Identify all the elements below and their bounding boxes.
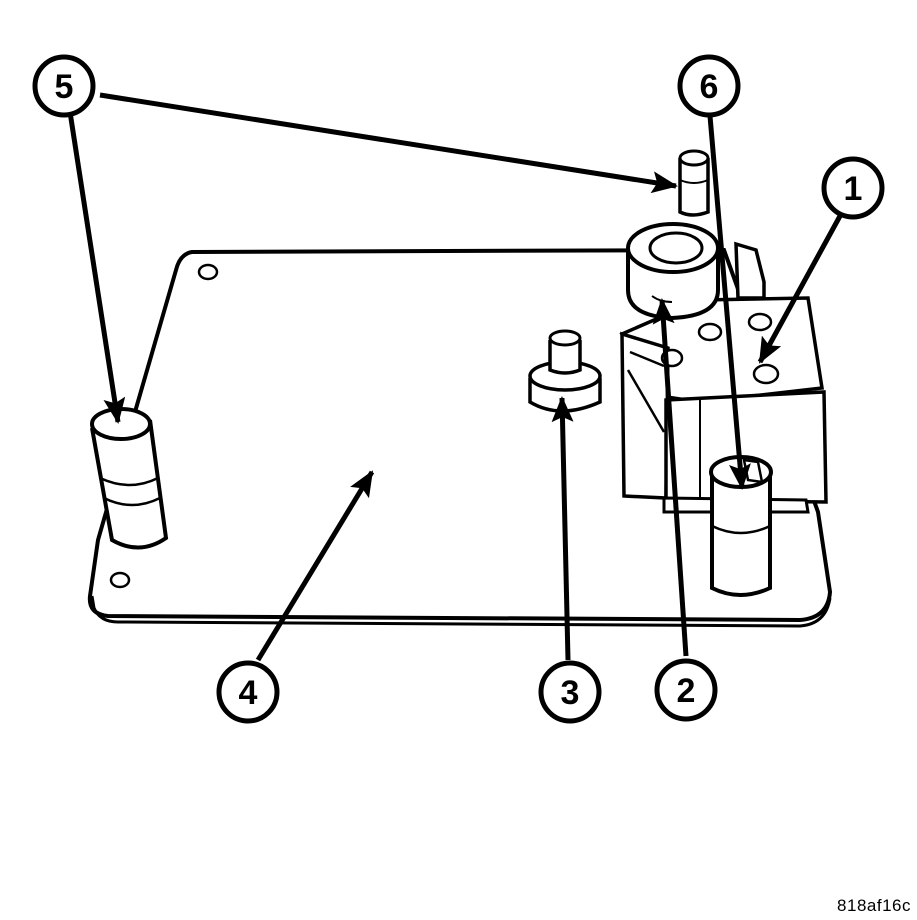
callout-3: 3 <box>538 660 602 724</box>
callout-1: 1 <box>821 156 885 220</box>
left-standoff-pin <box>90 407 169 550</box>
callout-6: 6 <box>677 54 741 118</box>
leader-5-upper <box>99 92 678 194</box>
slotted-post <box>709 455 773 597</box>
callout-2-label: 2 <box>677 672 696 710</box>
leader-5-left <box>67 111 126 424</box>
upper-standoff-pin <box>678 149 710 217</box>
bracket-hole-1 <box>697 322 723 342</box>
plate-hole-bottom-left <box>109 571 131 589</box>
leader-lines <box>67 92 843 662</box>
bracket-hole-3 <box>752 363 780 385</box>
leader-6 <box>707 115 751 490</box>
callout-5-label: 5 <box>55 68 74 106</box>
callout-4: 4 <box>216 660 280 724</box>
pivot-boss <box>626 222 720 321</box>
leader-3 <box>551 396 574 661</box>
callout-5: 5 <box>32 54 96 118</box>
callout-3-label: 3 <box>561 674 580 712</box>
callout-6-label: 6 <box>700 68 719 106</box>
plate-hole-top-left <box>197 263 219 281</box>
figure-code: 818af16c <box>837 896 911 915</box>
callout-2: 2 <box>654 658 718 722</box>
bracket-hole-2 <box>747 312 773 332</box>
leader-4 <box>255 470 375 662</box>
leader-1 <box>757 214 843 364</box>
callout-1-label: 1 <box>844 170 863 208</box>
small-stud <box>528 329 602 413</box>
leader-2 <box>652 298 689 657</box>
callout-4-label: 4 <box>239 674 258 712</box>
